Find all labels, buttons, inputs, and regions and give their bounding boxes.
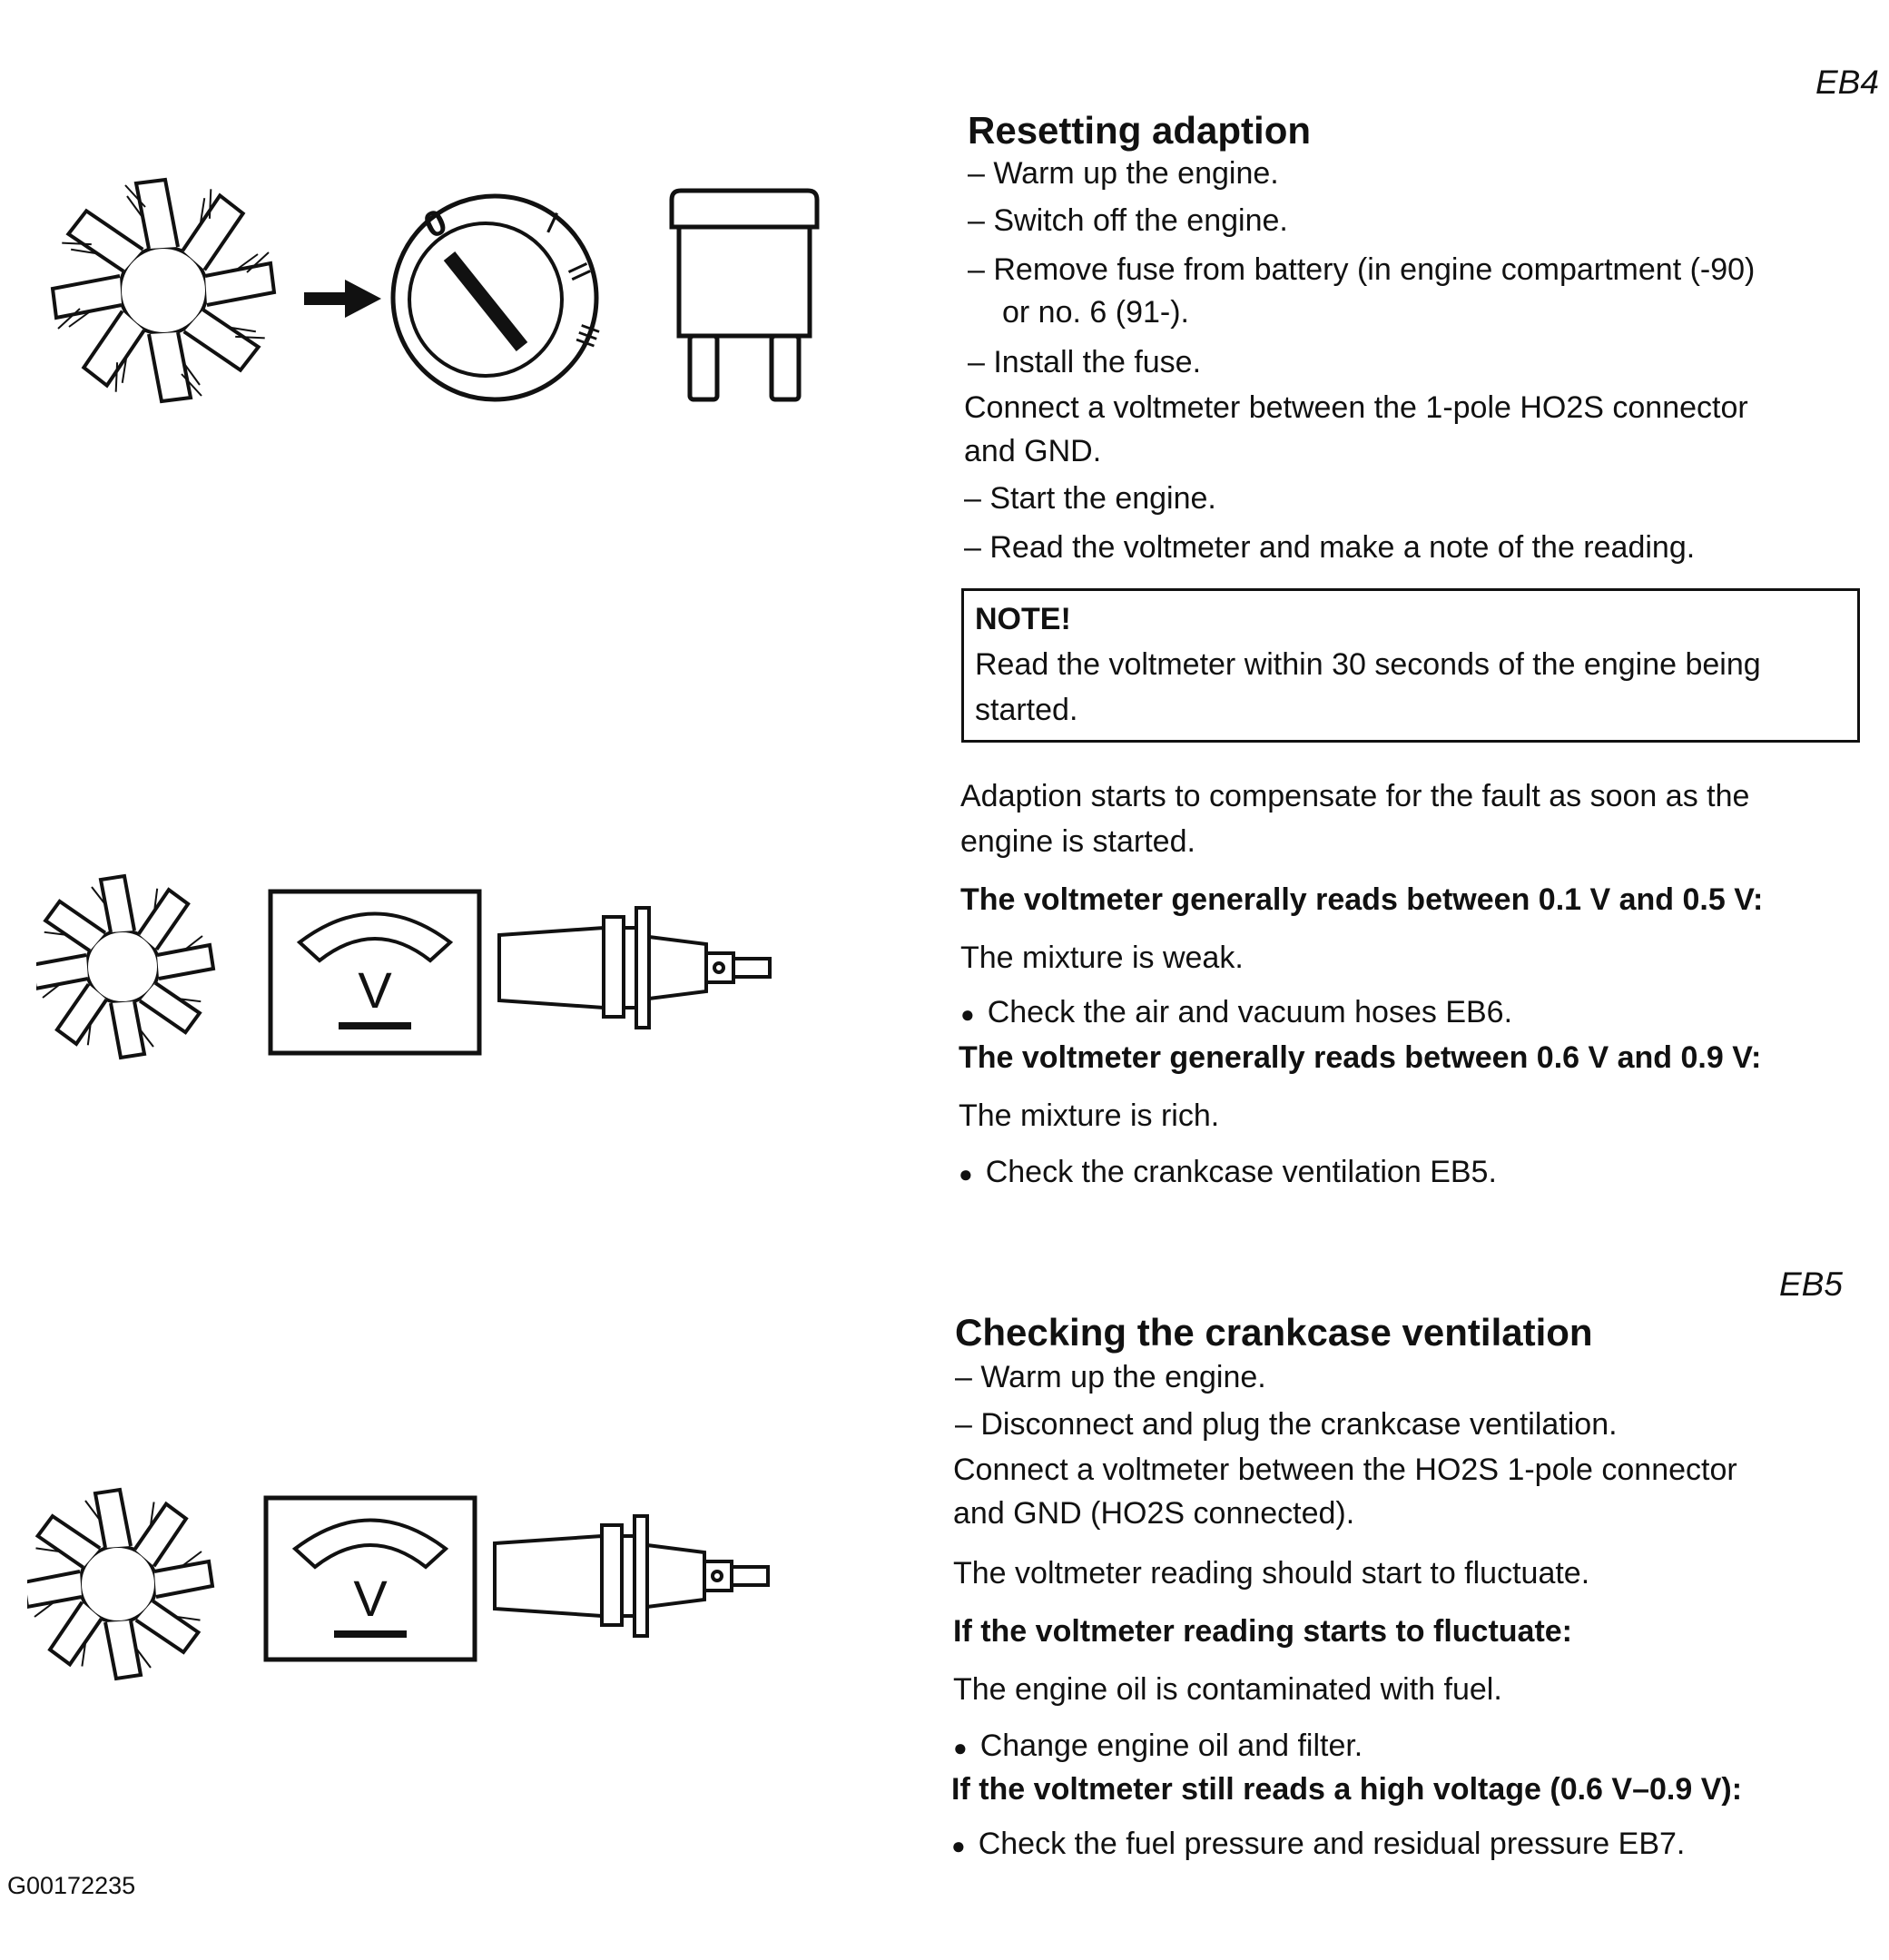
weak-mixture-text: The mixture is weak. bbox=[960, 941, 1244, 975]
bullet-check-crankcase: ●Check the crankcase ventilation EB5. bbox=[959, 1155, 1497, 1189]
bullet-check-fuel-pressure: ●Check the fuel pressure and residual pr… bbox=[951, 1827, 1686, 1861]
figure-reset-adaption: 0 I II III bbox=[51, 177, 820, 403]
fuse-icon bbox=[669, 188, 820, 402]
ho2s-sensor-icon bbox=[493, 1514, 770, 1638]
eb5-fluctuate-heading: If the voltmeter reading starts to fluct… bbox=[953, 1614, 1572, 1649]
voltmeter-label: V bbox=[353, 1570, 388, 1627]
bullet-icon: ● bbox=[959, 1160, 973, 1187]
section-heading-eb4: Resetting adaption bbox=[968, 109, 1312, 152]
eb5-high-voltage-heading: If the voltmeter still reads a high volt… bbox=[951, 1772, 1743, 1807]
ignition-pos-2: II bbox=[561, 257, 597, 285]
ignition-switch-icon: 0 I II III bbox=[390, 193, 605, 402]
section-code-eb5: EB5 bbox=[1779, 1266, 1843, 1303]
bullet-icon: ● bbox=[960, 1000, 975, 1028]
step-switch-off: – Switch off the engine. bbox=[968, 203, 1288, 238]
step-start-engine: – Start the engine. bbox=[964, 481, 1216, 516]
note-text-cont: started. bbox=[975, 693, 1078, 727]
ignition-pos-3: III bbox=[569, 320, 605, 351]
engine-fan-icon bbox=[27, 1487, 214, 1680]
connect-voltmeter-text: Connect a voltmeter between the 1-pole H… bbox=[964, 390, 1748, 425]
bullet-check-hoses: ●Check the air and vacuum hoses EB6. bbox=[960, 995, 1513, 1029]
rich-mixture-text: The mixture is rich. bbox=[959, 1098, 1220, 1133]
bullet-icon: ● bbox=[953, 1734, 968, 1761]
connect-voltmeter-text-cont: and GND. bbox=[964, 434, 1102, 468]
section-heading-eb5: Checking the crankcase ventilation bbox=[955, 1311, 1593, 1354]
step-remove-fuse: – Remove fuse from battery (in engine co… bbox=[968, 252, 1756, 287]
weak-mixture-heading: The voltmeter generally reads between 0.… bbox=[960, 882, 1764, 917]
eb5-oil-text: The engine oil is contaminated with fuel… bbox=[953, 1672, 1502, 1707]
note-text: Read the voltmeter within 30 seconds of … bbox=[975, 647, 1761, 682]
eb5-connect-text-cont: and GND (HO2S connected). bbox=[953, 1496, 1355, 1531]
step-remove-fuse-cont: or no. 6 (91-). bbox=[1002, 295, 1189, 330]
voltmeter-label: V bbox=[358, 961, 392, 1019]
rich-mixture-heading: The voltmeter generally reads between 0.… bbox=[959, 1040, 1762, 1075]
ho2s-sensor-icon bbox=[497, 906, 772, 1029]
arrow-right-icon bbox=[304, 280, 381, 318]
note-title: NOTE! bbox=[975, 602, 1071, 636]
note-box: NOTE! Read the voltmeter within 30 secon… bbox=[961, 588, 1860, 743]
step-warm-up: – Warm up the engine. bbox=[968, 156, 1279, 191]
step-install-fuse: – Install the fuse. bbox=[968, 345, 1202, 379]
voltmeter-icon: V bbox=[268, 889, 482, 1056]
eb5-step-warm-up: – Warm up the engine. bbox=[955, 1360, 1266, 1394]
eb5-fluctuate-text: The voltmeter reading should start to fl… bbox=[953, 1556, 1590, 1591]
figure-crankcase-check: V bbox=[27, 1487, 770, 1680]
figure-voltmeter-reading: V bbox=[36, 873, 772, 1059]
eb5-connect-text: Connect a voltmeter between the HO2S 1-p… bbox=[953, 1453, 1737, 1487]
adaption-text: Adaption starts to compensate for the fa… bbox=[960, 779, 1750, 813]
figure-code: G00172235 bbox=[7, 1872, 136, 1899]
bullet-icon: ● bbox=[951, 1832, 966, 1859]
engine-fan-icon bbox=[36, 873, 215, 1059]
bullet-change-oil: ●Change engine oil and filter. bbox=[953, 1729, 1363, 1763]
step-read-voltmeter: – Read the voltmeter and make a note of … bbox=[964, 530, 1696, 565]
voltmeter-icon: V bbox=[263, 1495, 477, 1662]
adaption-text-cont: engine is started. bbox=[960, 824, 1195, 859]
engine-fan-icon bbox=[51, 177, 276, 403]
eb5-step-disconnect: – Disconnect and plug the crankcase vent… bbox=[955, 1407, 1618, 1442]
section-code-eb4: EB4 bbox=[1815, 64, 1879, 101]
